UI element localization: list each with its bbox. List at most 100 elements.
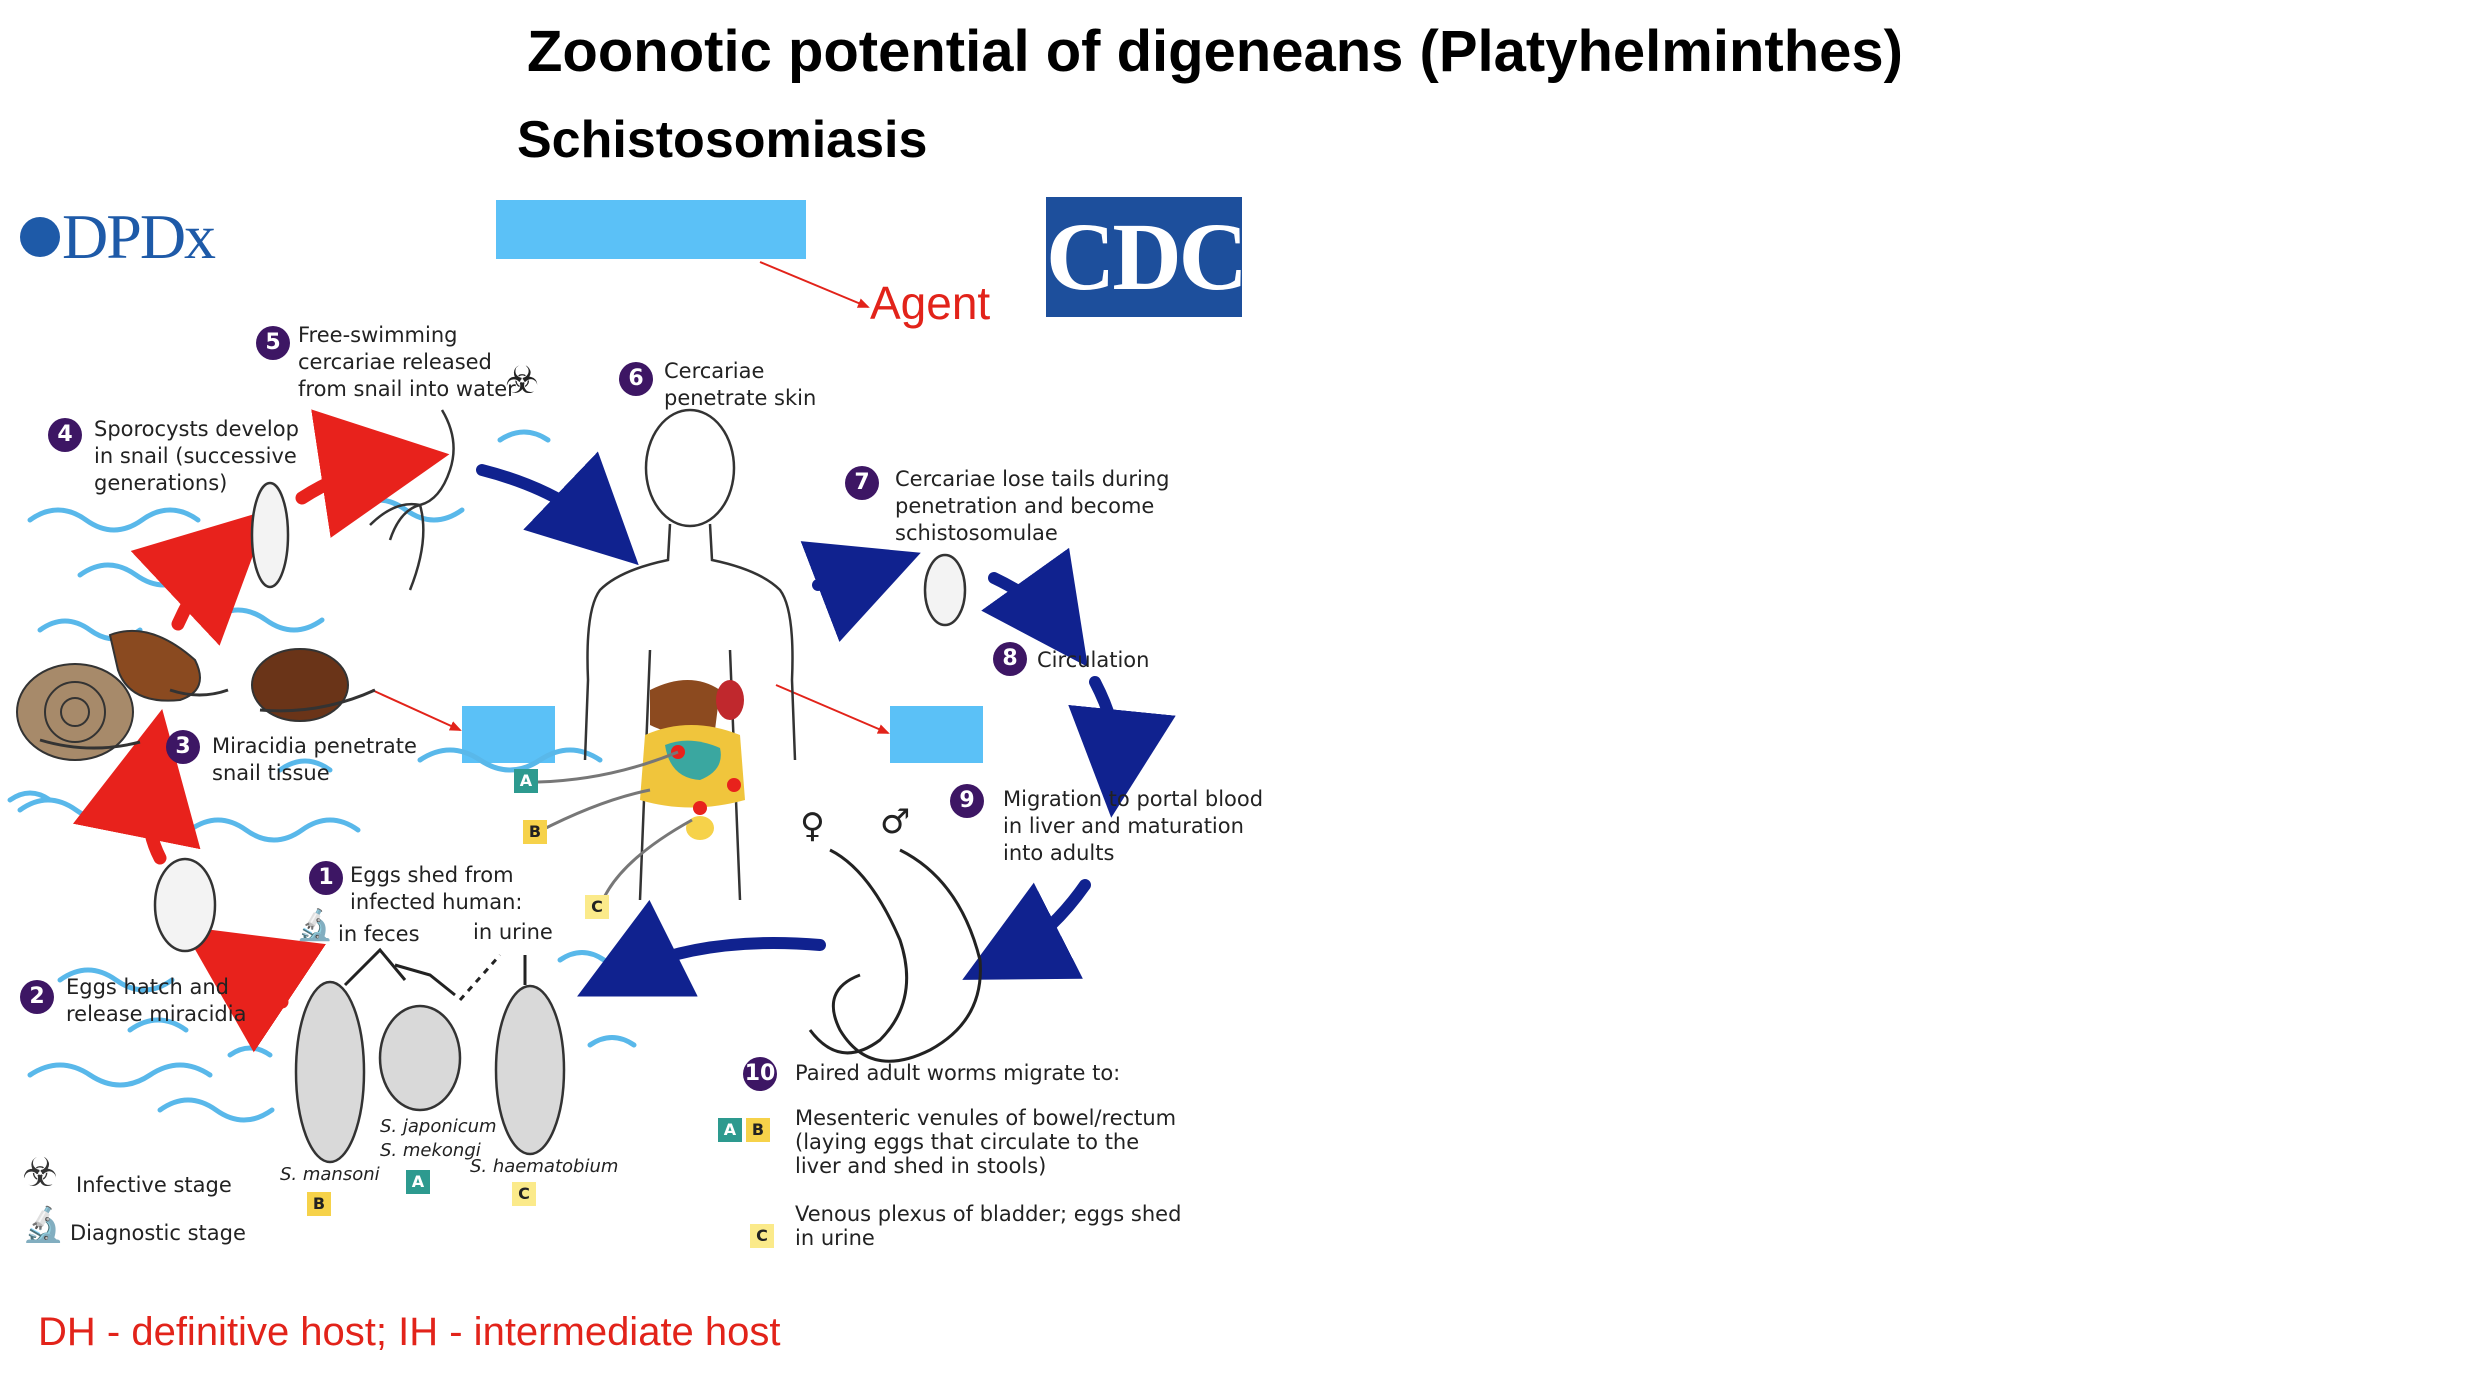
red-arrow-2-to-3 [72,709,201,865]
step-1-number: 1 [309,861,343,895]
step-1-line-1: Eggs shed from [350,863,514,887]
blue-arrow-10-to-1 [577,899,826,997]
step-4-line-1: Sporocysts develop [94,417,299,441]
species-mekongi: S. mekongi [380,1140,481,1161]
step-4-label: Sporocysts develop in snail (successive … [94,416,299,497]
step-2-label: Eggs hatch and release miracidia [66,974,246,1028]
eggs [294,980,566,1164]
species-mansoni: S. mansoni [280,1164,380,1185]
species-haematobium: S. haematobium [470,1156,619,1177]
cdc-logo: CDC [1046,197,1242,317]
red-arrow-4-to-5 [295,409,450,538]
microscope-icon: 🔬 [296,909,334,942]
step-7-line-2: penetration and become [895,494,1155,518]
snail-2 [108,629,229,702]
step-7-line-3: schistosomulae [895,521,1058,545]
step-3-line-2: snail tissue [212,761,330,785]
blue-arrow-8-to-9 [1068,676,1176,818]
step-10-c-text: Venous plexus of bladder; eggs shed in u… [795,1202,1181,1250]
badge-b-mansoni: B [307,1192,331,1216]
schistosomulum [923,553,967,627]
step-10-ab-line-1: Mesenteric venules of bowel/rectum [795,1106,1177,1130]
badge-a-body: A [514,769,538,793]
egg-haematobium [494,984,566,1156]
step-3-line-1: Miracidia penetrate [212,734,417,758]
blue-arrow-5-to-6 [476,451,639,566]
cercaria [369,409,455,591]
badge-c-haematobium: C [512,1182,536,1206]
step-4-number: 4 [48,418,82,452]
egg-japonicum [378,1004,462,1112]
step-7-label: Cercariae lose tails during penetration … [895,466,1169,547]
step-10-c-line-1: Venous plexus of bladder; eggs shed [795,1202,1182,1226]
adult-worms [808,848,982,1063]
in-urine-label: in urine [473,920,553,944]
step-9-line-2: in liver and maturation [1003,814,1244,838]
snail-pointer-line [371,689,462,731]
step-5-line-2: cercariae released [298,350,492,374]
step-3-label: Miracidia penetrate snail tissue [212,733,417,787]
agent-pointer-line [759,261,870,308]
species-japonicum: S. japonicum [380,1116,497,1137]
legend-microscope-icon: 🔬 [22,1206,65,1244]
footer-note: DH - definitive host; IH - intermediate … [38,1310,781,1354]
step-2-line-2: release miracidia [66,1002,247,1026]
legend-diagnostic-stage: Diagnostic stage [70,1221,246,1245]
female-symbol: ♀ [800,806,825,846]
step-10-ab-line-3: liver and shed in stools) [795,1154,1047,1178]
step-10-c-line-2: in urine [795,1226,875,1250]
step-6-line-1: Cercariae [664,359,765,383]
step-10-ab-text: Mesenteric venules of bowel/rectum (layi… [795,1106,1176,1178]
step-2-line-1: Eggs hatch and [66,975,229,999]
snail-1 [16,663,141,761]
sporocyst [250,481,290,589]
dpdx-mark-icon [20,217,60,258]
snail-3 [251,648,376,722]
step-10-number: 10 [743,1057,777,1091]
step-3-number: 3 [166,730,200,764]
step-10-label: Paired adult worms migrate to: [795,1061,1121,1085]
step-1-line-2: infected human: [350,890,523,914]
step-6-label: Cercariae penetrate skin [664,358,816,412]
egg-mansoni [294,980,366,1164]
step-5-label: Free-swimming cercariae released from sn… [298,322,516,403]
badge-a-step10: A [718,1118,742,1142]
in-feces-label: in feces [338,922,420,946]
page-title: Zoonotic potential of digeneans (Platyhe… [527,19,1903,84]
page-subtitle: Schistosomiasis [517,111,928,169]
definitive-host-highlight-box [890,706,983,763]
step-7-line-1: Cercariae lose tails during [895,467,1170,491]
human-pointer-line [775,684,890,734]
badge-b-body: B [523,820,547,844]
step-6-number: 6 [619,362,653,396]
biohazard-icon: ☣ [505,358,540,402]
dpdx-logo-text: DPDx [62,201,216,272]
blue-arrow-7-to-8 [981,547,1088,668]
badge-b-step10: B [746,1118,770,1142]
agent-label: Agent [870,277,991,329]
step-9-line-3: into adults [1003,841,1115,865]
step-4-line-2: in snail (successive [94,444,297,468]
male-symbol: ♂ [880,802,911,842]
red-arrow-1-to-2 [181,926,326,1053]
blue-arrow-6-to-7 [800,541,921,642]
step-4-line-3: generations) [94,471,228,495]
step-6-line-2: penetrate skin [664,386,817,410]
badge-a-japonicum: A [406,1170,430,1194]
blue-arrow-9-to-10 [962,879,1091,980]
red-arrow-3-to-4 [130,509,270,646]
intermediate-host-highlight-box [462,706,555,763]
step-8-label: Circulation [1037,648,1150,672]
agent-highlight-box [496,200,806,259]
legend-infective-stage: Infective stage [76,1173,232,1197]
step-2-number: 2 [20,980,54,1014]
step-8-number: 8 [993,642,1027,676]
step-9-number: 9 [950,784,984,818]
step-10-ab-line-2: (laying eggs that circulate to the [795,1130,1140,1154]
step-9-line-1: Migration to portal blood [1003,787,1264,811]
step-5-line-1: Free-swimming [298,323,458,347]
step-1-label: Eggs shed from infected human: [350,862,523,916]
dpdx-logo: DPDx [20,200,216,274]
badge-c-step10: C [750,1224,774,1248]
